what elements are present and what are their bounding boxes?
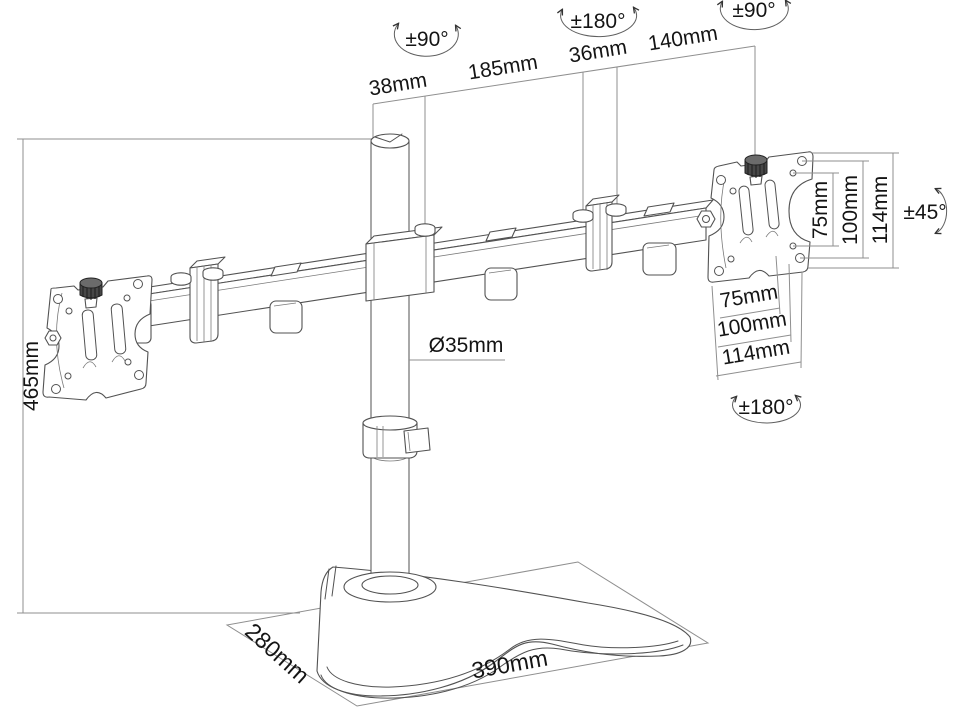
vesa-horiz-label-75mm: 75mm [718, 280, 779, 312]
vesa-vert-label-114mm: 114mm [869, 176, 892, 244]
pole-top-wedge [374, 133, 403, 143]
vesa-114-vertical [808, 152, 899, 269]
arm-screws [170, 203, 627, 286]
arm-swivel-arc [561, 8, 637, 38]
screw [572, 209, 594, 223]
rot-label-tilt: ±45° [903, 201, 946, 224]
rot-label-pole-swivel: ±90° [405, 28, 448, 51]
screen-rotation-arc [733, 396, 801, 424]
crossbar-arm [131, 194, 714, 344]
left-elbow-joint [189, 256, 226, 344]
screw [202, 267, 224, 281]
base-lip-lines [324, 565, 337, 600]
right-plate-fold [720, 176, 727, 269]
vesa-114-horizontal [715, 361, 802, 377]
right-vesa-plate [696, 151, 814, 283]
clamp-lever [403, 427, 431, 454]
left-plate-knob [79, 277, 103, 309]
right-plate-holes [714, 156, 807, 276]
screw [414, 223, 436, 237]
left-plate-pivot-nut [44, 330, 62, 346]
vesa-vert-label-75mm: 75mm [809, 181, 832, 239]
vesa-100-horizontal [717, 334, 792, 348]
rotation-arcs [394, 1, 948, 424]
vesa-bottom-extensions [711, 255, 803, 381]
cable-clip-tab [485, 227, 517, 242]
rot-label-screen-rotation: ±180° [739, 396, 794, 419]
pole-sides [370, 140, 410, 584]
dim-label-140mm: 140mm [647, 22, 720, 56]
pole-clamp-block [365, 226, 443, 302]
right-plate-knob [744, 154, 768, 186]
arm-dimension-line [372, 45, 756, 105]
screw [605, 203, 627, 217]
left-vesa-plate [42, 275, 153, 401]
screw [170, 272, 192, 286]
pole-top-cap [370, 133, 410, 149]
dim-label-38mm: 38mm [367, 69, 428, 101]
tilt-arc [936, 189, 948, 233]
cable-clip-hook [642, 242, 677, 276]
dim-label-pole-diameter: Ø35mm [429, 334, 504, 357]
pole-swivel-arc [394, 24, 458, 57]
right-plate-slots [738, 179, 780, 244]
front-dimension-lines [409, 152, 899, 381]
dim-label-185mm: 185mm [467, 51, 540, 85]
base-collar-inner [361, 575, 419, 595]
left-plate-slots [81, 303, 127, 369]
vesa-vert-label-100mm: 100mm [839, 175, 862, 245]
base-edge-line-1 [326, 638, 679, 688]
left-plate-outline [42, 275, 153, 401]
dim-label-base-depth-280mm: 280mm [240, 618, 314, 689]
dim-label-height-465mm: 465mm [20, 341, 43, 411]
pole [343, 133, 437, 603]
vesa-100-vertical [800, 160, 869, 259]
rot-label-mount-swivel: ±90° [732, 0, 775, 22]
cable-clip-hook [484, 267, 518, 301]
rot-label-arm-swivel: ±180° [571, 10, 626, 33]
height-adjust-clamp [362, 415, 431, 459]
left-plate-holes [51, 279, 144, 394]
mount-swivel-arc [720, 1, 788, 31]
pole-body [371, 141, 409, 583]
base-edge-line-2 [320, 644, 684, 699]
vesa-horiz-label-114mm: 114mm [720, 336, 791, 370]
right-plate-outline [707, 151, 814, 283]
cable-clip-hook [269, 300, 303, 334]
cable-clip-tab [270, 262, 302, 277]
cable-clips [269, 202, 677, 334]
dim-label-36mm: 36mm [567, 36, 628, 68]
vesa-75-vertical [793, 172, 839, 247]
vesa-75-horizontal [719, 307, 781, 319]
right-plate-pivot-nut [696, 210, 716, 228]
cable-clip-tab [643, 202, 675, 217]
arm-extension-lines [372, 46, 756, 232]
